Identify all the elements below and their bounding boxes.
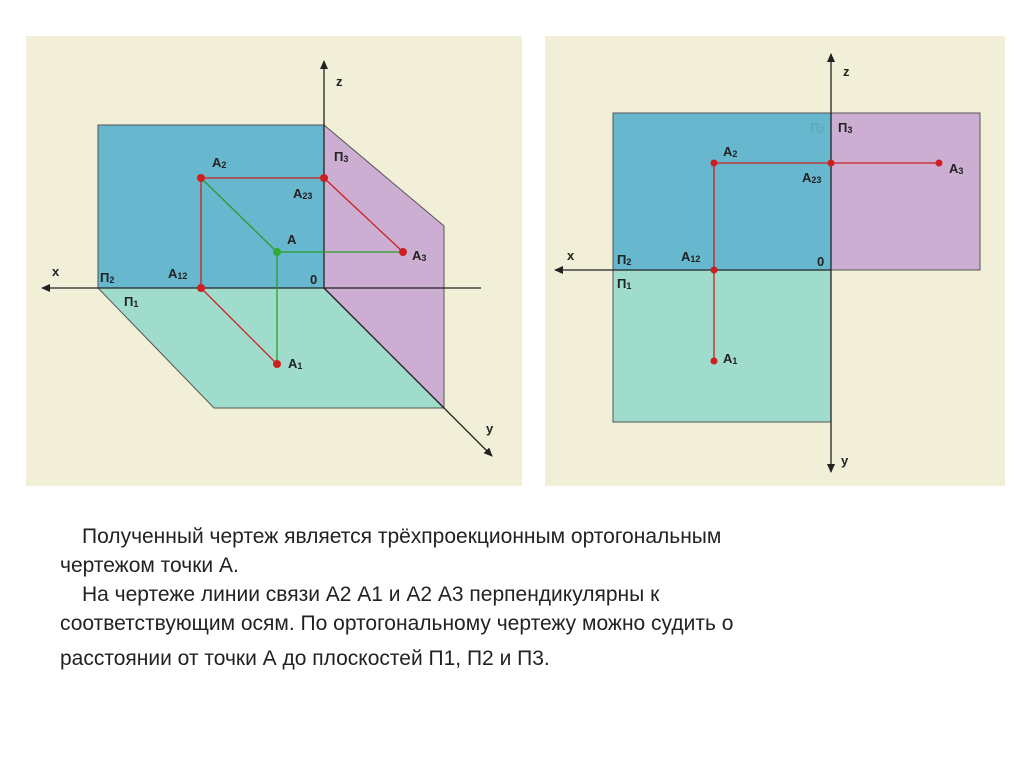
axis-y-label: y (486, 421, 494, 436)
point-a1-label: A1 (288, 356, 302, 371)
point-a2-marker (710, 159, 718, 167)
link-a23-a3 (323, 177, 404, 253)
point-a2-label: A2 (723, 144, 737, 159)
origin-label: 0 (817, 254, 824, 269)
axonometric-diagram-panel: x z y 0 П2 П1 П3 A2 A23 A A12 A1 A3 (26, 36, 522, 486)
orthographic-diagram: x z y 0 П2 П1 П2 П3 A2 A23 A3 A12 A1 (554, 53, 981, 473)
point-a-marker (273, 248, 281, 256)
caption-line-5: расстоянии от точки А до плоскостей П1, … (60, 647, 550, 670)
point-a23-label: A23 (293, 186, 312, 201)
proj-a-a2 (200, 177, 278, 253)
plane-p3-label: П3 (838, 120, 852, 135)
point-a3-label: A3 (412, 248, 426, 263)
point-a3-marker (935, 159, 943, 167)
axis-z-label: z (336, 74, 343, 89)
point-a2-label: A2 (212, 155, 226, 170)
caption-line-4: соответствующим осям. По ортогональному … (60, 612, 734, 635)
axis-x-label: x (52, 264, 60, 279)
axonometric-diagram: x z y 0 П2 П1 П3 A2 A23 A A12 A1 A3 (41, 60, 494, 457)
link-a12-a1 (200, 287, 278, 365)
plane-p2 (97, 124, 325, 289)
plane-p1-label: П1 (617, 276, 631, 291)
axis-x-label: x (567, 248, 575, 263)
plane-p3-label: П3 (334, 149, 348, 164)
axis-z-label: z (843, 64, 850, 79)
plane-p2-label: П2 (100, 270, 114, 285)
point-a2-marker (197, 174, 205, 182)
caption-line-3: На чертеже линии связи А2 А1 и А2 А3 пер… (82, 583, 660, 606)
plane-p2 (612, 112, 832, 271)
point-a23-marker (827, 159, 835, 167)
point-a23-marker (320, 174, 328, 182)
point-a12-label: A12 (168, 266, 187, 281)
origin-label: 0 (310, 272, 317, 287)
point-a3-label: A3 (949, 161, 963, 176)
point-a1-label: A1 (723, 351, 737, 366)
point-a3-marker (399, 248, 407, 256)
point-a12-label: A12 (681, 249, 700, 264)
point-a1-marker (273, 360, 281, 368)
point-a23-label: A23 (802, 170, 821, 185)
caption-line-1: Полученный чертеж является трёхпроекцион… (82, 525, 722, 548)
orthographic-diagram-panel: x z y 0 П2 П1 П2 П3 A2 A23 A3 A12 A1 (545, 36, 1005, 486)
axis-y-line (323, 287, 493, 457)
plane-p2-label: П2 (617, 252, 631, 267)
axis-y-label: y (841, 453, 849, 468)
plane-p1 (612, 269, 832, 423)
point-a1-marker (710, 357, 718, 365)
plane-p2-faded-label: П2 (810, 120, 824, 135)
caption-text: Полученный чертеж является трёхпроекцион… (60, 522, 960, 673)
point-a-label: A (287, 232, 297, 247)
caption-line-2: чертежом точки А. (60, 554, 239, 577)
plane-p1-label: П1 (124, 294, 138, 309)
point-a12-marker (197, 284, 205, 292)
point-a12-marker (710, 266, 718, 274)
plane-p3 (830, 112, 981, 271)
